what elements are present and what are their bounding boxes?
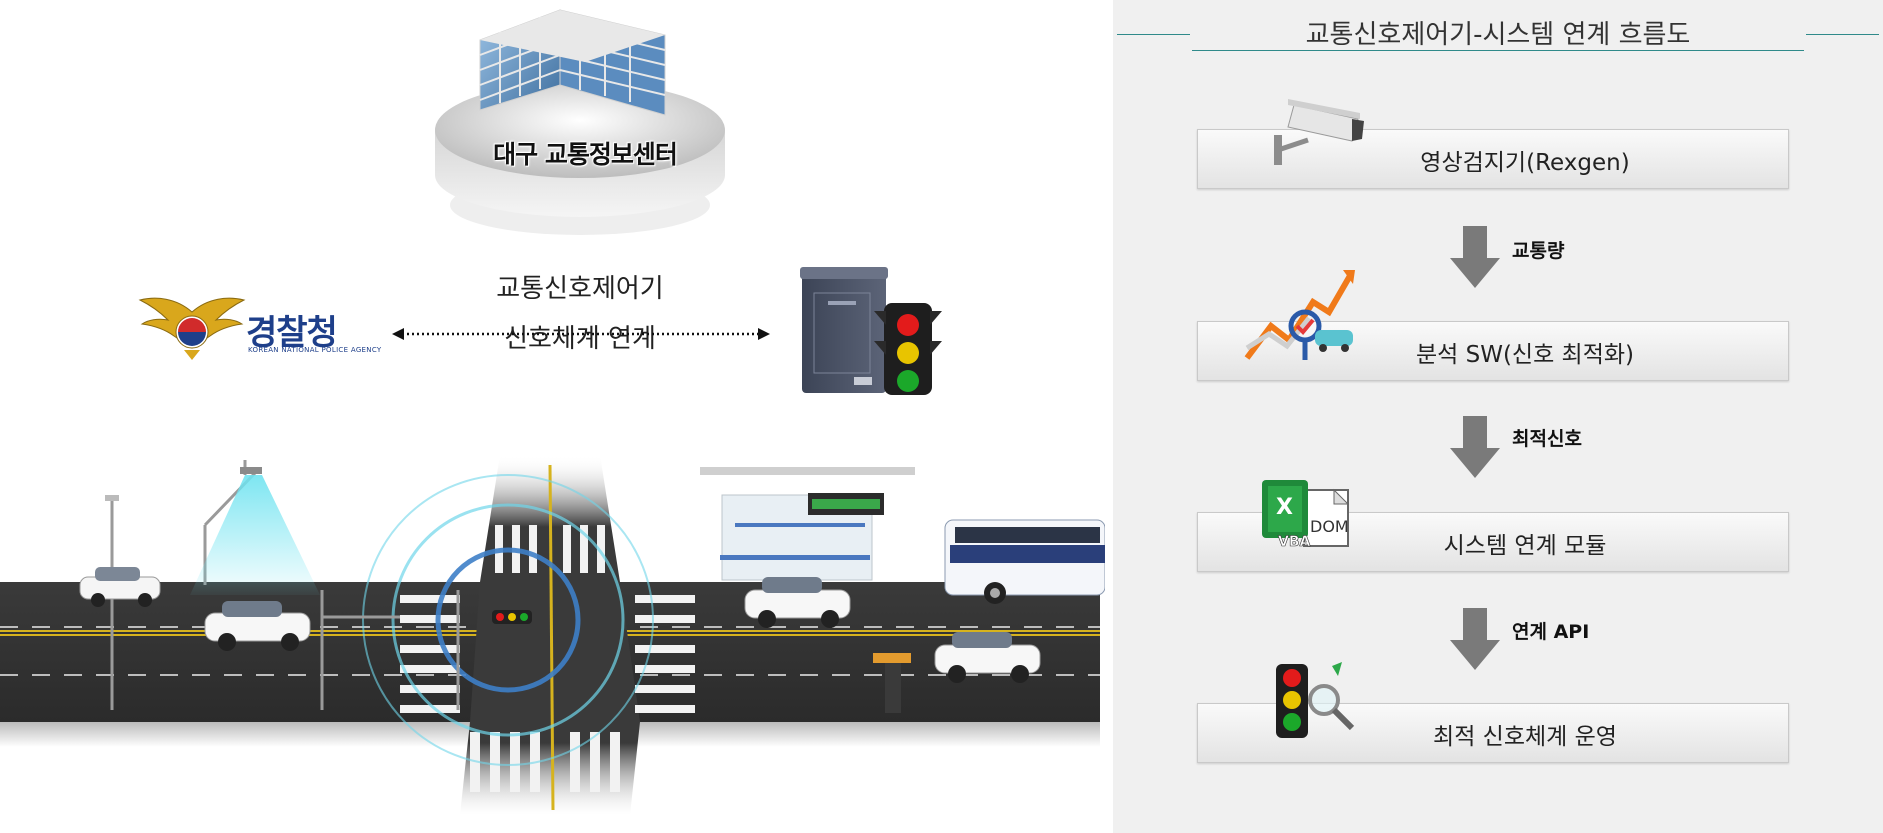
step-label-analysis-sw: 분석 SW(신호 최적화)	[1415, 342, 1635, 368]
excel-vba-dom-icon: X VBA DOM	[1262, 480, 1350, 550]
link-title-line2: 신호체계 연계	[504, 324, 656, 354]
down-arrow-3	[1450, 608, 1500, 670]
title-line-left	[1117, 34, 1190, 35]
link-title-line1: 교통신호제어기	[496, 274, 664, 304]
dom-text: DOM	[1310, 517, 1349, 536]
title-line-right	[1806, 34, 1879, 35]
down-arrow-1	[1450, 226, 1500, 288]
step-label-video-detector: 영상검지기(Rexgen)	[1420, 150, 1630, 176]
flow-diagram-title: 교통신호제어기-시스템 연계 흐름도	[1305, 20, 1691, 50]
arrow-label-traffic-volume: 교통량	[1512, 240, 1565, 262]
police-agency-name: 경찰청	[246, 313, 338, 353]
traffic-illustration: 대구 교통정보센터 경찰청 KOREAN NATIONAL POLICE AGE…	[0, 9, 1105, 815]
svg-text:X: X	[1276, 495, 1293, 520]
arrow-label-optimal-signal: 최적신호	[1512, 428, 1582, 450]
white-car-1	[79, 567, 161, 607]
police-eagle-emblem-icon	[138, 297, 246, 360]
signal-controller-cabinet-icon	[800, 267, 942, 395]
down-arrow-2	[1450, 416, 1500, 478]
traffic-light-search-icon	[1276, 662, 1355, 738]
intersection-road-scene	[0, 455, 1105, 815]
step-label-signal-operation: 최적 신호체계 운영	[1433, 724, 1617, 750]
step-box-video-detector	[1197, 129, 1789, 189]
vba-text: VBA	[1278, 534, 1311, 550]
white-car-4	[934, 632, 1041, 683]
police-agency-subtitle: KOREAN NATIONAL POLICE AGENCY	[248, 346, 382, 354]
title-underline	[1192, 50, 1804, 51]
white-car-3	[744, 577, 851, 628]
white-car-2	[204, 601, 311, 651]
step-label-integration-module: 시스템 연계 모듈	[1443, 533, 1607, 559]
analysis-chart-icon	[1244, 270, 1355, 360]
bidirectional-link-arrow	[392, 328, 770, 340]
cctv-camera-icon	[1274, 99, 1364, 165]
arrow-label-integration-api: 연계 API	[1512, 621, 1590, 643]
traffic-center-building-icon	[435, 9, 725, 235]
traffic-center-label: 대구 교통정보센터	[493, 140, 678, 169]
